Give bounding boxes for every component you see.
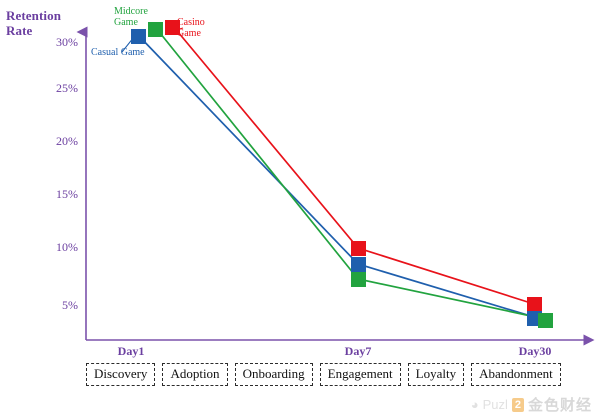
stage-box-discovery[interactable]: Discovery — [86, 362, 156, 386]
stage-box-abandonment[interactable]: Abandonment — [471, 362, 561, 386]
marker-casino-day7 — [351, 241, 366, 256]
stage-box-onboarding[interactable]: Onboarding — [234, 362, 313, 386]
annotation-casino: Casino Game — [177, 17, 217, 39]
marker-midcore-day30 — [538, 313, 553, 328]
y-tick-5: 5% — [62, 298, 78, 312]
annotation-casual-text: Casual Game — [91, 47, 145, 58]
watermark-brand-text: 金色财经 — [527, 397, 592, 414]
y-tick-10: 10% — [56, 240, 78, 254]
series-line-midcore — [155, 27, 546, 320]
watermark-ghost-text: Puzl — [482, 397, 508, 412]
x-tick-day7: Day7 — [344, 344, 372, 358]
y-tick-20: 20% — [56, 134, 78, 148]
stage-box-loyalty[interactable]: Loyalty — [407, 362, 465, 386]
annotation-midcore-text: Midcore Game — [114, 6, 148, 28]
y-tick-30: 30% — [56, 35, 78, 49]
annotation-casino-text: Casino Game — [177, 17, 205, 39]
marker-casual-day7 — [351, 257, 366, 272]
y-tick-15: 15% — [56, 187, 78, 201]
watermark: ◕ Puzl 2 金色财经 — [471, 394, 592, 415]
stage-box-adoption[interactable]: Adoption — [162, 362, 228, 386]
annotation-midcore: Midcore Game — [114, 6, 158, 28]
y-axis-title-line2: Rate — [6, 23, 33, 38]
y-tick-25: 25% — [56, 81, 78, 95]
marker-casino-day30 — [527, 297, 542, 312]
marker-midcore-day7 — [351, 272, 366, 287]
marker-casual-day1 — [131, 29, 146, 44]
marker-midcore-day1 — [148, 22, 163, 37]
watermark-tile: 2 — [511, 397, 524, 412]
annotation-casual: Casual Game — [91, 47, 145, 58]
series-line-casual — [137, 34, 535, 318]
x-tick-day30: Day30 — [518, 344, 552, 358]
watermark-ghost-icon: ◕ — [470, 397, 479, 412]
y-axis-title-line1: Retention — [6, 8, 62, 23]
x-tick-day1: Day1 — [117, 344, 145, 358]
stage-box-engagement[interactable]: Engagement — [319, 362, 401, 386]
stage-box-row: Discovery Adoption Onboarding Engagement… — [86, 362, 561, 386]
y-axis-title: Retention Rate — [6, 8, 84, 38]
marker-casino-day1 — [165, 20, 180, 35]
